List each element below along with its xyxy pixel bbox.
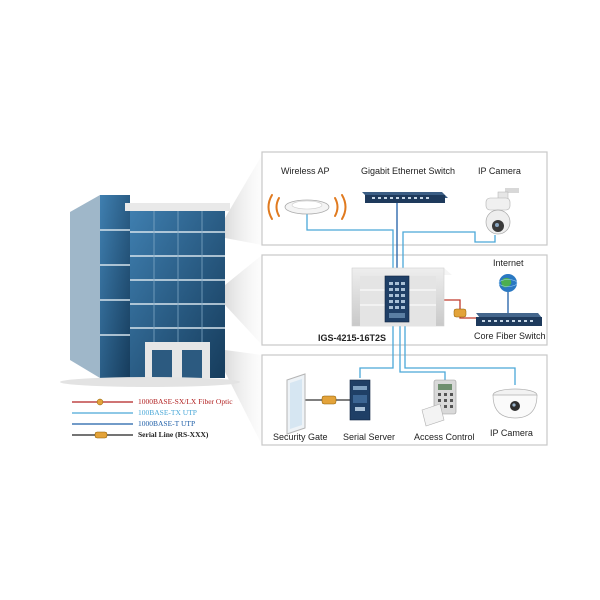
access-control-label: Access Control — [414, 432, 475, 442]
cable-switch-to-dome-camera — [404, 320, 516, 385]
fiber-connector — [453, 308, 467, 318]
middle-panel-beam — [225, 255, 262, 345]
top-ip-camera-label: IP Camera — [478, 166, 521, 176]
core-switch-label: Core Fiber Switch — [474, 331, 546, 341]
serial-connector — [321, 395, 337, 405]
access-control-icon — [421, 379, 457, 427]
dome-camera-icon — [492, 388, 538, 419]
office-building — [60, 195, 240, 387]
main-switch-label: IGS-4215-16T2S — [318, 333, 387, 343]
ptz-camera-icon — [485, 188, 519, 235]
core-fiber-switch-icon — [476, 313, 542, 326]
cable-ptz-to-switch — [402, 231, 496, 280]
legend-label-fiber: 1000BASE-SX/LX Fiber Optic — [138, 397, 233, 406]
legend-label-serial: Serial Line (RS-XXX) — [138, 430, 209, 439]
internet-label: Internet — [493, 258, 524, 268]
bottom-ip-camera-label: IP Camera — [490, 428, 533, 438]
wireless-ap-label: Wireless AP — [281, 166, 330, 176]
main-switch-icon — [384, 275, 410, 323]
serial-server-label: Serial Server — [343, 432, 396, 442]
ethernet-switch-icon — [362, 192, 448, 203]
cable-switch-to-access-control — [399, 320, 446, 380]
legend-label-100base: 100BASE-TX UTP — [138, 408, 197, 417]
internet-globe-icon — [498, 274, 518, 292]
legend-label-1000base: 1000BASE-T UTP — [138, 419, 196, 428]
security-gate-label: Security Gate — [273, 432, 328, 442]
legend — [72, 398, 133, 439]
top-panel-beam — [225, 155, 262, 245]
serial-server-icon — [349, 379, 371, 421]
cable-ap-to-switch — [306, 213, 394, 280]
security-gate-icon — [286, 373, 306, 435]
cable-switch-to-serial-server — [359, 320, 394, 378]
gigabit-switch-label: Gigabit Ethernet Switch — [361, 166, 456, 176]
bottom-panel-beam — [225, 350, 262, 445]
wireless-ap-icon — [267, 194, 347, 220]
